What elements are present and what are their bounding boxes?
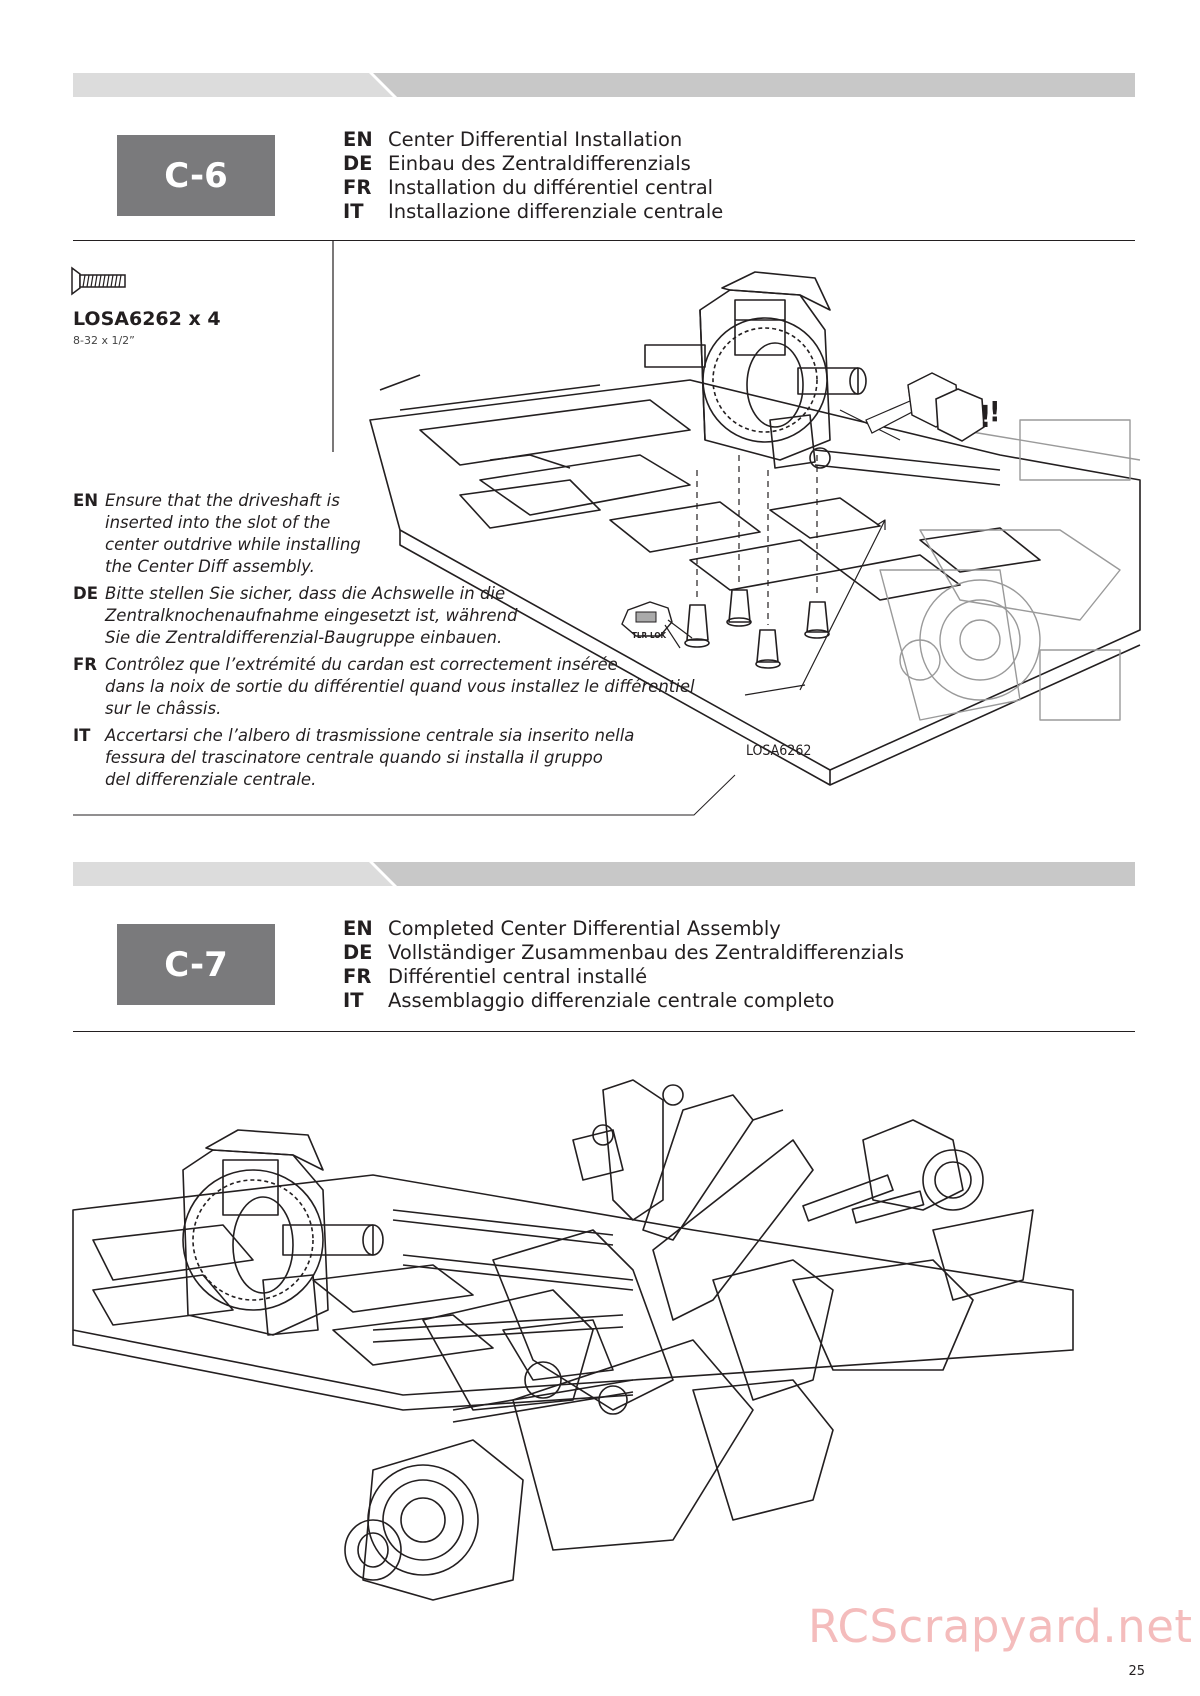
note-line: Ensure that the driveshaft is: [105, 491, 340, 510]
note-line: inserted into the slot of the: [105, 513, 331, 532]
note-line: center outdrive while installing: [105, 535, 361, 554]
note-en: EN Ensure that the driveshaft is inserted …: [73, 490, 733, 578]
note-fr: FR Contrôlez que l’extrémité du cardan es…: [73, 654, 733, 720]
screw-callout: LOSA6262: [746, 743, 812, 759]
lang-code: EN: [343, 128, 373, 151]
threadlock-label: TLR-LOK: [632, 631, 667, 640]
lang-code: FR: [343, 965, 372, 988]
note-line: dans la noix de sortie du différentiel q…: [105, 677, 695, 696]
parts-panel-frame: [73, 240, 736, 816]
lang-code: DE: [73, 584, 98, 603]
note-line: the Center Diff assembly.: [105, 557, 315, 576]
step-titles: EN Center Differential Installation DE Ein…: [343, 128, 723, 224]
note-line: sur le châssis.: [105, 699, 222, 718]
step-title: Assemblaggio differenziale centrale comp…: [388, 989, 835, 1012]
part-size: 8-32 x 1/2”: [73, 334, 135, 347]
lang-code: FR: [73, 655, 97, 674]
installation-notes: EN Ensure that the driveshaft is inserted …: [73, 490, 733, 796]
step-number-badge: C-6: [117, 135, 275, 216]
step-title: Completed Center Differential Assembly: [388, 917, 781, 940]
lang-code: FR: [343, 176, 372, 199]
step-title: Installazione differenziale centrale: [388, 200, 724, 223]
completed-assembly-illustration: [72, 1079, 1074, 1601]
section-header-band: [73, 862, 1135, 886]
step-title: Vollständiger Zusammenbau des Zentraldif…: [388, 941, 904, 964]
page-number: 25: [1128, 1664, 1145, 1679]
part-number: LOSA6262 x 4: [73, 308, 221, 330]
lang-code: IT: [73, 726, 91, 745]
step-title: Einbau des Zentraldifferenzials: [388, 152, 691, 175]
section-header-band: [73, 73, 1135, 97]
note-line: Accertarsi che l’albero di trasmissione …: [105, 726, 635, 745]
lang-code: DE: [343, 941, 373, 964]
lang-code: IT: [343, 989, 364, 1012]
lang-code: IT: [343, 200, 364, 223]
section-divider: [73, 1031, 1135, 1032]
step-titles: EN Completed Center Differential Assembly…: [343, 917, 904, 1013]
lang-code: EN: [343, 917, 373, 940]
note-it: IT Accertarsi che l’albero di trasmission…: [73, 725, 733, 791]
lang-code: DE: [343, 152, 373, 175]
note-line: Sie die Zentraldifferenzial-Baugruppe ei…: [105, 628, 503, 647]
note-de: DE Bitte stellen Sie sicher, dass die Ach…: [73, 583, 733, 649]
note-line: del differenziale centrale.: [105, 770, 317, 789]
step-title: Installation du différentiel central: [388, 176, 714, 199]
flat-head-screw-icon: [71, 266, 126, 296]
watermark: RCScrapyard.net: [808, 1600, 1193, 1653]
note-line: Zentralknochenaufnahme eingesetzt ist, w…: [105, 606, 518, 625]
warning-sign-overlay: [935, 388, 985, 442]
step-number-badge: C-7: [117, 924, 275, 1005]
note-line: Contrôlez que l’extrémité du cardan est …: [105, 655, 618, 674]
note-line: Bitte stellen Sie sicher, dass die Achsw…: [105, 584, 506, 603]
warning-label: !: [989, 395, 1001, 428]
warning-mark: !: [979, 400, 992, 435]
lang-code: EN: [73, 491, 99, 510]
note-line: fessura del trascinatore centrale quando…: [105, 748, 603, 767]
section-divider: [73, 240, 1135, 241]
step-title: Différentiel central installé: [388, 965, 648, 988]
step-title: Center Differential Installation: [388, 128, 683, 151]
